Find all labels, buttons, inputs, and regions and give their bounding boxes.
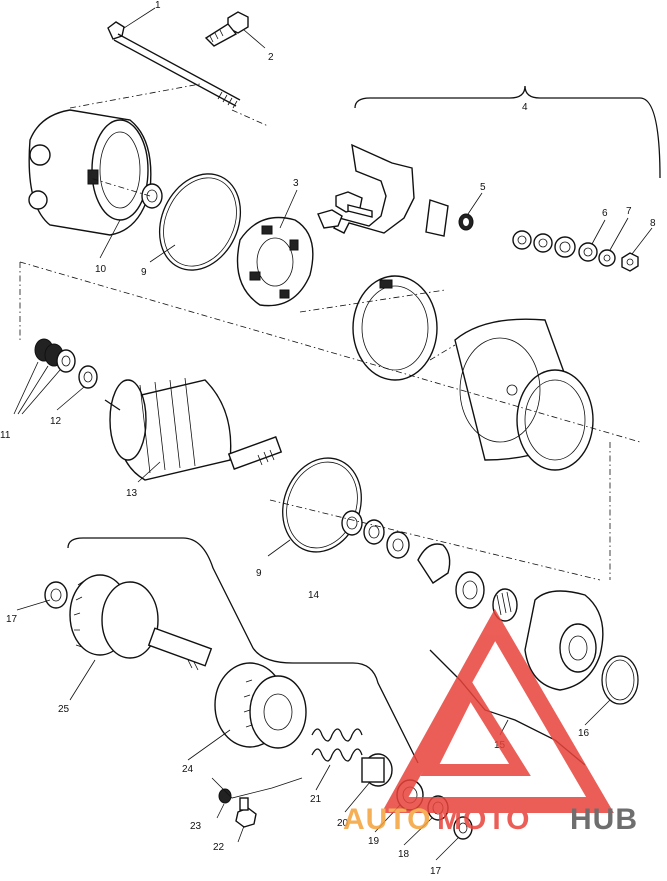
part-sleeve xyxy=(361,753,393,787)
watermark-word-auto: AUTO xyxy=(343,803,431,836)
part-shim-stack xyxy=(13,338,76,415)
callout-24: 24 xyxy=(182,764,194,775)
callout-16: 16 xyxy=(578,728,590,739)
part-front-housing xyxy=(524,590,639,705)
callout-10: 10 xyxy=(95,264,107,275)
part-washer-17-top xyxy=(44,581,68,609)
part-brush-plate xyxy=(236,216,314,307)
callout-6: 6 xyxy=(602,208,608,219)
callout-5: 5 xyxy=(480,182,486,193)
callout-1: 1 xyxy=(155,0,161,11)
callout-18: 18 xyxy=(398,849,410,860)
watermark-word-hub: HUB xyxy=(570,803,638,836)
callout-8: 8 xyxy=(650,218,656,229)
part-bolt-22-23 xyxy=(218,788,257,828)
callout-3: 3 xyxy=(293,178,299,189)
callout-4: 4 xyxy=(522,102,528,113)
part-lower-washers xyxy=(341,510,518,622)
part-small-ring xyxy=(458,213,474,231)
callout-25: 25 xyxy=(58,704,70,715)
callout-19: 19 xyxy=(368,836,380,847)
part-spring xyxy=(311,728,363,762)
callout-22: 22 xyxy=(213,842,225,853)
part-collar xyxy=(352,275,438,381)
part-yoke xyxy=(454,318,594,471)
part-bolt-small xyxy=(204,11,249,47)
part-o-ring-lower xyxy=(282,457,362,553)
assembly-guides xyxy=(19,177,641,799)
watermark-triangle-outer xyxy=(381,608,614,813)
callout-14: 14 xyxy=(308,590,320,601)
part-pinion-shaft xyxy=(69,574,213,671)
callout-11: 11 xyxy=(0,430,11,441)
callout-leaders xyxy=(16,7,653,861)
part-clutch xyxy=(214,662,307,749)
callout-2: 2 xyxy=(268,52,274,63)
part-washer-12 xyxy=(78,365,98,389)
part-terminal-group xyxy=(317,85,661,237)
callout-23: 23 xyxy=(190,821,202,832)
callout-17-bottom: 17 xyxy=(430,866,442,876)
part-armature xyxy=(104,377,283,481)
callout-13: 13 xyxy=(126,488,138,499)
callout-9-upper: 9 xyxy=(141,267,147,278)
callout-12: 12 xyxy=(50,416,62,427)
watermark-logo: AUTO MOTO HUB xyxy=(343,608,638,836)
part-through-bolt xyxy=(107,21,269,127)
callout-20: 20 xyxy=(337,818,349,829)
part-washer-stack xyxy=(512,230,639,272)
callout-17-top: 17 xyxy=(6,614,18,625)
part-end-housing xyxy=(28,83,201,236)
watermark-word-moto: MOTO xyxy=(437,803,530,836)
part-o-ring-upper xyxy=(158,173,242,271)
callout-7: 7 xyxy=(626,206,632,217)
callout-21: 21 xyxy=(310,794,322,805)
callout-9-lower: 9 xyxy=(256,568,262,579)
watermark-triangle-inner xyxy=(420,677,531,776)
